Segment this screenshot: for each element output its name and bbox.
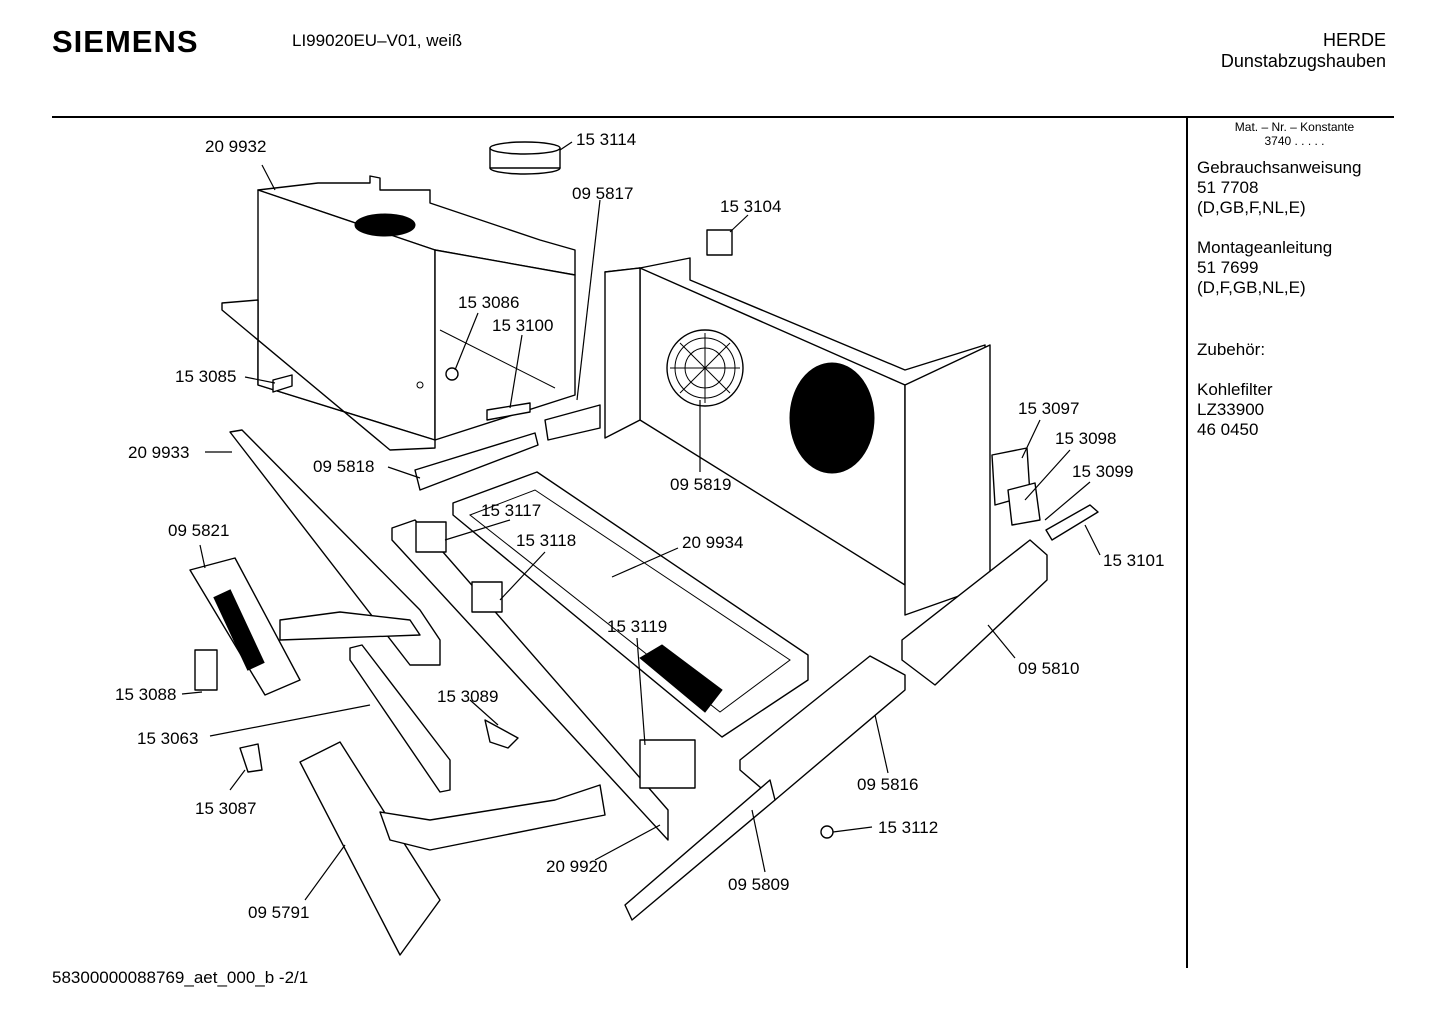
part-rail-095816: [739, 655, 906, 801]
label-153089: 15 3089: [437, 687, 498, 706]
part-rail-095810: [901, 539, 1048, 686]
part-clip-153104: [706, 229, 733, 256]
part-slide-rail-095809: [624, 779, 776, 921]
label-153088: 15 3088: [115, 685, 176, 704]
label-095809: 09 5809: [728, 875, 789, 894]
manual-info: Gebrauchsanweisung 51 7708 (D,GB,F,NL,E): [1197, 158, 1392, 218]
part-clip-153089: [484, 719, 519, 749]
label-153101: 15 3101: [1103, 551, 1164, 570]
part-top-housing: [221, 175, 576, 451]
label-153118: 15 3118: [516, 531, 576, 550]
mat-label: Mat. – Nr. – Konstante: [1234, 120, 1355, 134]
label-153063: 15 3063: [137, 729, 198, 748]
category-block: HERDE Dunstabzugshauben: [1221, 30, 1386, 72]
mounting-info: Montageanleitung 51 7699 (D,F,GB,NL,E): [1197, 238, 1392, 298]
part-pin-153085: [272, 374, 293, 393]
part-strip-153063: [349, 644, 451, 793]
label-153085: 15 3085: [175, 367, 236, 386]
header-divider: [52, 116, 1394, 118]
label-153097: 15 3097: [1018, 399, 1079, 418]
part-nut-153112: [820, 825, 834, 839]
label-095819: 09 5819: [670, 475, 731, 494]
document-id: 58300000088769_aet_000_b -2/1: [52, 968, 309, 987]
manual-langs: (D,GB,F,NL,E): [1197, 198, 1306, 217]
label-095821: 09 5821: [168, 521, 229, 540]
filter-title: Kohlefilter: [1197, 380, 1273, 399]
part-bracket-095817: [544, 404, 601, 441]
subcategory-title: Dunstabzugshauben: [1220, 51, 1386, 71]
part-handle-095791: [299, 741, 606, 956]
mounting-title: Montageanleitung: [1197, 238, 1333, 257]
label-095816: 09 5816: [857, 775, 918, 794]
part-clip-153087: [239, 743, 263, 773]
part-bottom-frame-209920: [391, 519, 669, 841]
label-095791: 09 5791: [248, 903, 309, 922]
part-long-bar-209933: [229, 429, 441, 666]
label-095817: 09 5817: [572, 184, 633, 203]
label-153100: 15 3100: [492, 316, 553, 335]
label-209934: 20 9934: [682, 533, 743, 552]
part-clip-153119: [639, 739, 696, 789]
part-handle-095821: [189, 557, 421, 696]
filter-info: Kohlefilter LZ33900 46 0450: [1197, 380, 1392, 440]
mounting-langs: (D,F,GB,NL,E): [1197, 278, 1306, 297]
manual-title: Gebrauchsanweisung: [1197, 158, 1362, 177]
model-number: LI99020EU–V01, weiß: [292, 31, 463, 50]
label-209932: 20 9932: [205, 137, 266, 156]
part-bracket-153101: [1045, 504, 1099, 541]
filter-model: LZ33900: [1197, 400, 1265, 419]
leader-lines: [181, 141, 1101, 901]
part-clip-153117: [415, 521, 447, 553]
part-labels: 20 9932 15 3114 09 5817 15 3104 15 3086 …: [115, 130, 1164, 922]
label-153114: 15 3114: [576, 130, 636, 149]
label-153098: 15 3098: [1055, 429, 1116, 448]
part-screw-153086: [445, 367, 459, 381]
label-095810: 09 5810: [1018, 659, 1079, 678]
mat-constant: Mat. – Nr. – Konstante 3740 . . . . .: [1197, 120, 1392, 148]
label-153086: 15 3086: [458, 293, 519, 312]
mat-value: 3740 . . . . .: [1264, 134, 1325, 148]
label-153099: 15 3099: [1072, 462, 1133, 481]
part-clip-153118: [471, 581, 503, 613]
label-153119: 15 3119: [607, 617, 667, 636]
manual-number: 51 7708: [1197, 178, 1259, 197]
part-bracket-153100: [486, 402, 531, 421]
label-153117: 15 3117: [481, 501, 541, 520]
part-duct-ring: [489, 141, 561, 175]
filter-number: 46 0450: [1197, 420, 1259, 439]
info-sidebar: Mat. – Nr. – Konstante 3740 . . . . . Ge…: [1197, 120, 1392, 440]
label-153112: 15 3112: [878, 818, 938, 837]
part-rail-095818: [414, 432, 539, 491]
label-209920: 20 9920: [546, 857, 607, 876]
part-fan-panel: [604, 257, 991, 616]
part-clip-153088: [194, 649, 218, 691]
category-title: HERDE: [1322, 30, 1386, 50]
part-front-frame-209934: [452, 471, 809, 738]
sidebar-divider: [1186, 118, 1188, 968]
label-153087: 15 3087: [195, 799, 256, 818]
label-095818: 09 5818: [313, 457, 374, 476]
mounting-number: 51 7699: [1197, 258, 1259, 277]
part-bracket-153098: [1007, 482, 1041, 526]
brand-logo: SIEMENS: [52, 24, 199, 59]
label-209933: 20 9933: [128, 443, 189, 462]
accessories-title: Zubehör:: [1197, 340, 1266, 359]
label-153104: 15 3104: [720, 197, 781, 216]
